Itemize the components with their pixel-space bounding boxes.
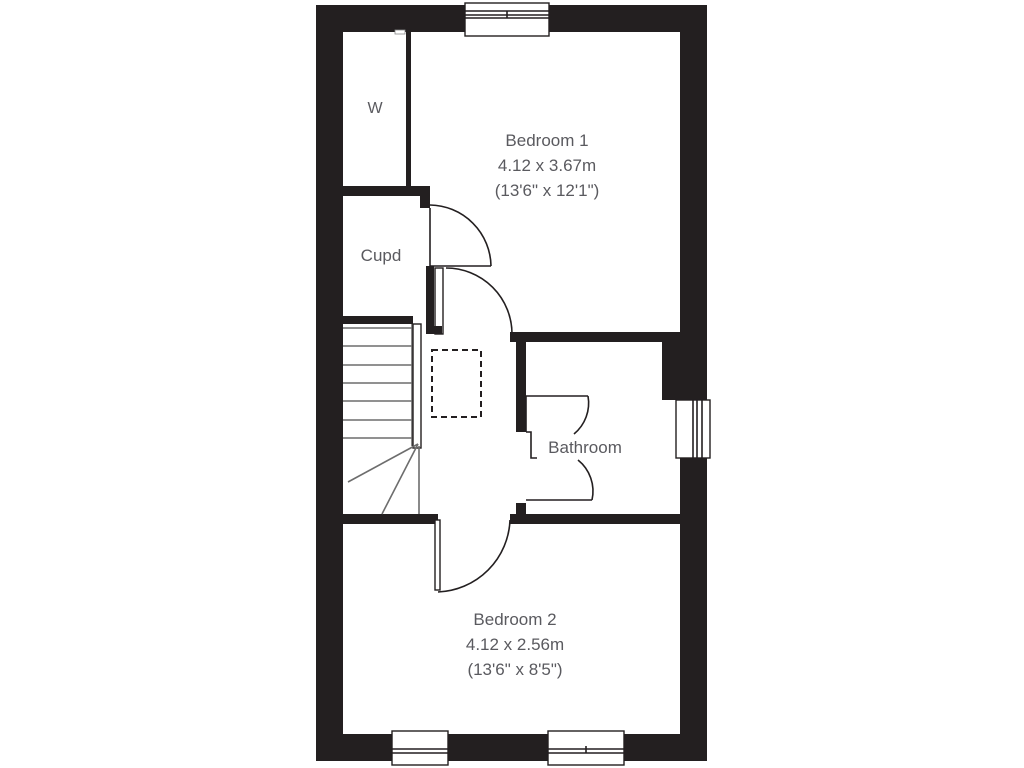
window-bottom-right — [547, 730, 625, 766]
room-imperial: (13'6" x 8'5") — [467, 660, 563, 679]
cupboard-walls — [343, 266, 444, 335]
staircase — [343, 323, 422, 515]
bathroom-bedroom2-walls — [343, 503, 682, 524]
room-metric: 4.12 x 2.56m — [465, 635, 565, 654]
label-bedroom2: Bedroom 2 4.12 x 2.56m (13'6" x 8'5") — [466, 607, 564, 682]
outer-walls — [316, 5, 707, 761]
loft-hatch — [431, 349, 482, 418]
cupboard-door — [429, 204, 492, 267]
room-name: Bedroom 2 — [473, 610, 557, 629]
label-wardrobe: W — [367, 96, 382, 121]
room-name: W — [367, 100, 383, 117]
room-imperial: (13'6" x 12'1") — [494, 181, 600, 200]
wardrobe-walls — [343, 29, 430, 208]
label-bedroom1: Bedroom 1 4.12 x 3.67m (13'6" x 12'1") — [495, 128, 600, 203]
window-bathroom — [675, 399, 711, 459]
room-name: Bedroom 1 — [505, 131, 589, 150]
room-name: Cupd — [360, 246, 402, 265]
label-bathroom: Bathroom — [548, 435, 622, 460]
window-top — [464, 2, 550, 37]
room-metric: 4.12 x 3.67m — [497, 156, 597, 175]
bedroom2-door — [434, 519, 511, 593]
bedroom1-bathroom-walls — [510, 332, 682, 432]
bathroom-doors — [525, 395, 594, 501]
window-bottom-left — [391, 730, 449, 766]
room-name: Bathroom — [548, 438, 622, 457]
label-cupboard: Cupd — [361, 243, 402, 268]
bedroom1-door — [445, 267, 513, 335]
